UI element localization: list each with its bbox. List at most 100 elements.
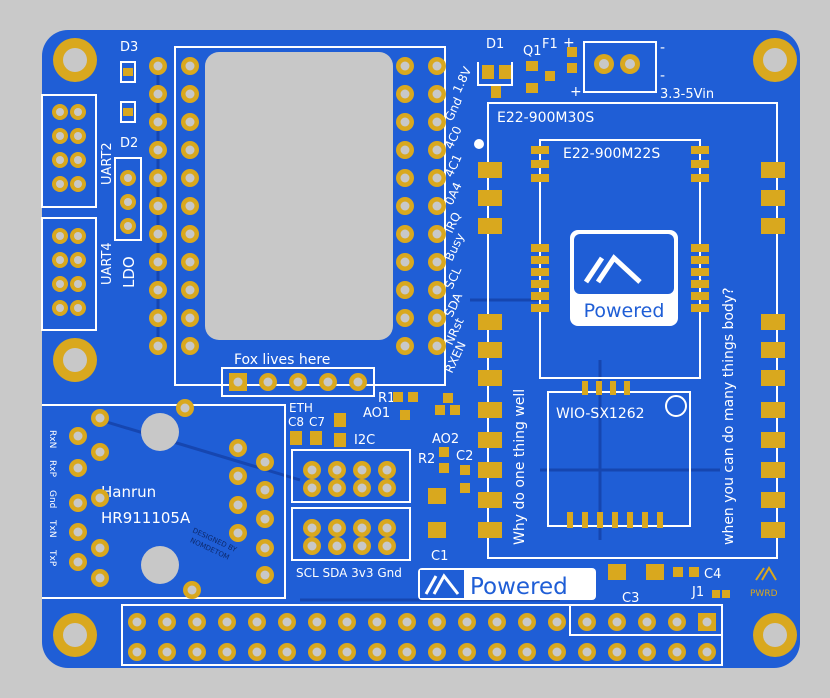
mounting-hole	[63, 623, 87, 647]
smd-pad	[478, 370, 502, 386]
smd-pad	[478, 432, 502, 448]
smd-pad	[531, 146, 549, 154]
drill-hole	[357, 465, 367, 475]
mounting-hole	[63, 348, 87, 372]
drill-hole	[192, 647, 202, 657]
drill-hole	[233, 443, 243, 453]
drill-hole	[233, 528, 243, 538]
label-wio: WIO-SX1262	[556, 406, 645, 422]
pads	[52, 47, 785, 661]
drill-hole	[282, 647, 292, 657]
drill-hole	[432, 201, 442, 211]
smd-pad	[646, 564, 664, 580]
hanrun-outline	[42, 404, 286, 599]
power-connector	[583, 41, 657, 93]
drill-hole	[153, 89, 163, 99]
drill-hole	[400, 89, 410, 99]
smd-pad	[567, 63, 577, 73]
label-ao1: AO1	[363, 406, 390, 421]
uart4-connector	[41, 217, 97, 331]
smd-pad	[531, 292, 549, 300]
smd-pad	[531, 256, 549, 264]
drill-hole	[56, 256, 64, 264]
drill-hole	[56, 280, 64, 288]
smd-pad	[443, 393, 453, 403]
label-minus-2: -	[660, 68, 665, 84]
smd-pad	[761, 314, 785, 330]
drill-hole	[522, 617, 532, 627]
drill-hole	[432, 173, 442, 183]
label-why: Why do one thing well	[512, 389, 528, 545]
drill-hole	[400, 229, 410, 239]
drill-hole	[74, 180, 82, 188]
smd-pad	[761, 370, 785, 386]
smd-pad	[691, 292, 709, 300]
label-pwrd: PWRD	[750, 589, 778, 599]
wio-pad	[642, 512, 648, 528]
drill-hole	[382, 465, 392, 475]
smd-pad	[761, 522, 785, 538]
smd-pad	[691, 146, 709, 154]
drill-hole	[432, 145, 442, 155]
drill-hole	[124, 222, 132, 230]
label-ldo: LDO	[120, 256, 138, 288]
drill-hole	[132, 647, 142, 657]
label-c1: C1	[431, 549, 448, 564]
drill-hole	[74, 304, 82, 312]
smd-pad	[478, 314, 502, 330]
drill-hole	[323, 377, 333, 387]
drill-hole	[95, 493, 105, 503]
drill-hole	[162, 617, 172, 627]
drill-hole	[312, 647, 322, 657]
drill-hole	[282, 617, 292, 627]
drill-hole	[432, 313, 442, 323]
smd-pad	[450, 405, 460, 415]
drill-hole	[462, 617, 472, 627]
label-e22-30s: E22-900M30S	[497, 110, 594, 126]
drill-hole	[153, 201, 163, 211]
smd-pad	[691, 256, 709, 264]
label-i2c-pins: SCL SDA 3v3 Gnd	[296, 566, 402, 580]
drill-hole	[400, 145, 410, 155]
drill-hole	[185, 229, 195, 239]
smd-pad	[691, 280, 709, 288]
drill-hole	[153, 173, 163, 183]
drill-hole	[332, 483, 342, 493]
drill-hole	[357, 541, 367, 551]
drill-hole	[462, 647, 472, 657]
drill-hole	[400, 257, 410, 267]
diode-d2	[120, 101, 136, 123]
drill-hole	[552, 617, 562, 627]
drill-hole	[332, 541, 342, 551]
drill-hole	[185, 285, 195, 295]
drill-hole	[432, 647, 442, 657]
drill-hole	[185, 313, 195, 323]
smd-pad	[478, 342, 502, 358]
drill-hole	[185, 117, 195, 127]
drill-hole	[153, 341, 163, 351]
drill-hole	[192, 617, 202, 627]
smd-pad	[482, 65, 494, 79]
drill-hole	[260, 514, 270, 524]
drill-hole	[56, 232, 64, 240]
pin1-marker	[474, 139, 484, 149]
drill-hole	[672, 647, 682, 657]
drill-hole	[642, 647, 652, 657]
wio-pad	[582, 512, 588, 528]
drill-hole	[307, 523, 317, 533]
drill-hole	[400, 313, 410, 323]
drill-hole	[56, 180, 64, 188]
drill-hole	[74, 132, 82, 140]
label-plus: +	[570, 84, 582, 100]
drill-hole	[599, 59, 609, 69]
smd-pad	[567, 47, 577, 57]
smd-pad	[428, 488, 446, 504]
eth-pin-label: RxP	[47, 460, 57, 478]
i2c-connector-1	[291, 449, 411, 503]
label-r1: R1	[378, 391, 395, 406]
drill-hole	[73, 527, 83, 537]
smd-pad	[691, 174, 709, 182]
smd-pad	[531, 244, 549, 252]
smd-pad	[761, 462, 785, 478]
